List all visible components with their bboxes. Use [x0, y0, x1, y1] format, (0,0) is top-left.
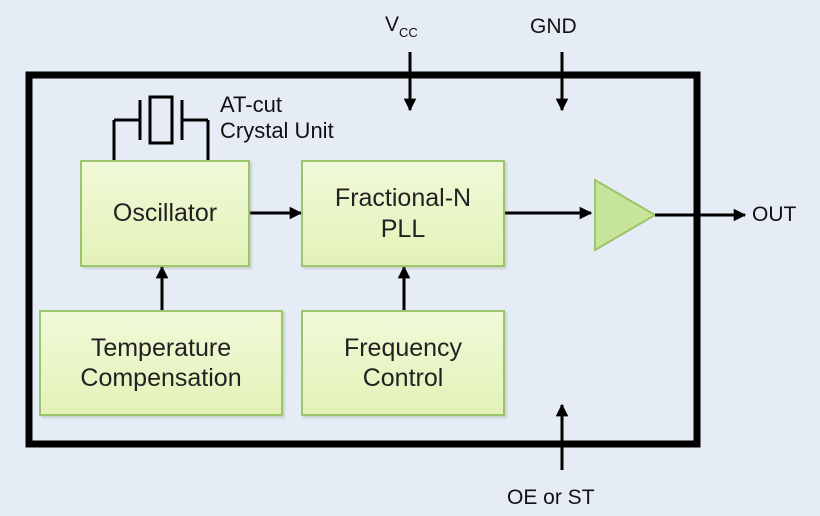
- fractional-n-pll-block: Fractional-N PLL: [301, 160, 505, 267]
- vcc-label-main: V: [385, 13, 400, 36]
- vcc-label-subscript: CC: [399, 25, 418, 40]
- oscillator-block: Oscillator: [80, 160, 250, 267]
- frequency-control-block: Frequency Control: [301, 310, 505, 416]
- package-outline: [25, 71, 701, 448]
- out-pin-label: OUT: [752, 203, 797, 226]
- gnd-pin-label: GND: [530, 15, 577, 38]
- vcc-pin-label: VCC: [385, 13, 418, 40]
- oe-st-pin-label: OE or ST: [507, 486, 595, 509]
- crystal-unit-icon: [112, 95, 210, 160]
- temperature-compensation-block: Temperature Compensation: [39, 310, 283, 416]
- crystal-unit-label: AT-cut Crystal Unit: [220, 92, 334, 143]
- output-amplifier-icon: [594, 178, 657, 252]
